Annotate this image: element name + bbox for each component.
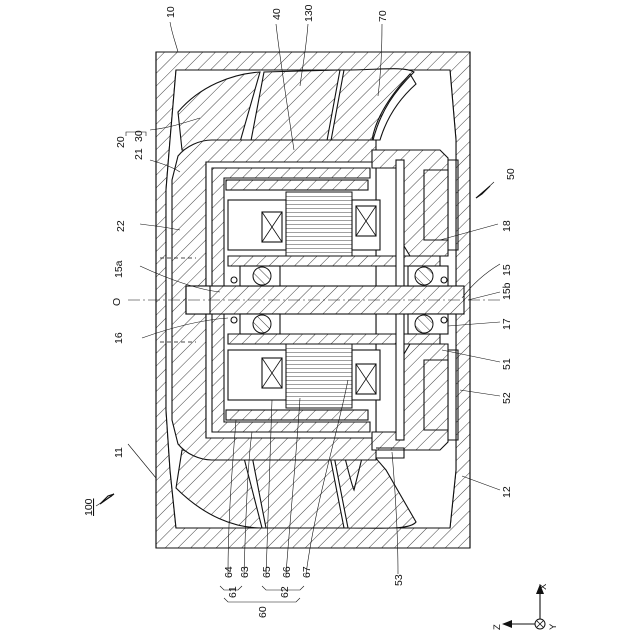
label-12: 12 — [501, 486, 513, 498]
label-15: 15 — [501, 264, 513, 276]
label-63: 63 — [239, 566, 251, 578]
label-66: 66 — [281, 566, 293, 578]
label-53: 53 — [393, 574, 405, 586]
label-15a: 15a — [113, 260, 125, 278]
label-40: 40 — [271, 8, 283, 20]
z-axis-arrow-icon — [502, 620, 512, 628]
axis-label-y: Y — [548, 623, 559, 630]
label-10: 10 — [165, 6, 177, 18]
label-50: 50 — [505, 168, 517, 180]
label-20: 20 — [115, 136, 127, 148]
axis-label-x: X — [538, 583, 549, 590]
label-62: 62 — [279, 586, 291, 598]
label-51: 51 — [501, 358, 513, 370]
label-70: 70 — [377, 10, 389, 22]
label-11: 11 — [113, 447, 125, 458]
label-O: O — [111, 298, 123, 306]
axis-label-z: Z — [492, 624, 503, 630]
label-100: 100 — [83, 498, 95, 516]
label-15b: 15b — [501, 282, 513, 300]
label-17: 17 — [501, 318, 513, 330]
label-65: 65 — [261, 566, 273, 578]
label-67: 67 — [301, 566, 313, 578]
label-16: 16 — [113, 332, 125, 344]
label-21: 21 — [133, 148, 145, 160]
label-130: 130 — [303, 4, 315, 22]
label-30: 30 — [133, 130, 145, 142]
label-60: 60 — [257, 606, 269, 618]
label-52: 52 — [501, 392, 513, 404]
label-22: 22 — [115, 220, 127, 232]
label-61: 61 — [227, 586, 239, 598]
label-18: 18 — [501, 220, 513, 232]
coordinate-axes: X Y Z — [492, 583, 559, 630]
label-64: 64 — [223, 566, 235, 578]
